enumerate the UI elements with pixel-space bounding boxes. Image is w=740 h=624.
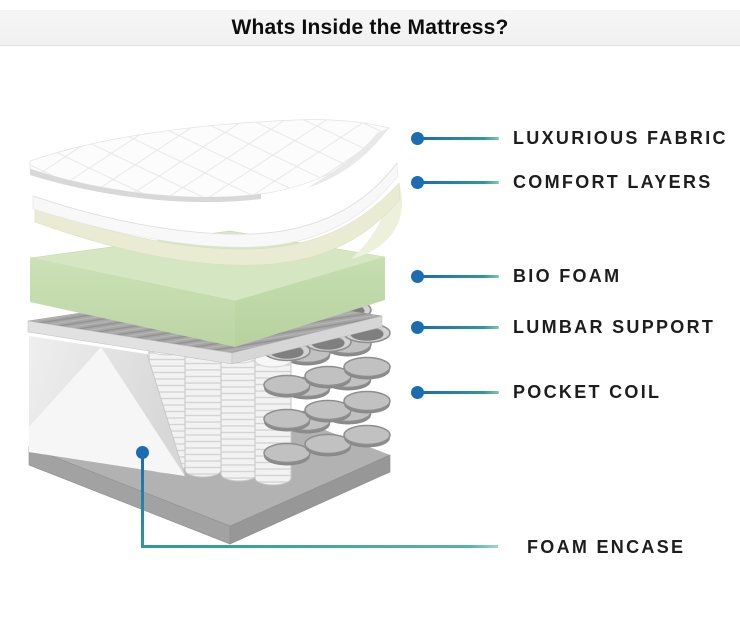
callout-luxurious-fabric: LUXURIOUS FABRIC — [411, 128, 728, 148]
callout-label: FOAM ENCASE — [527, 537, 686, 557]
callout-label: LUMBAR SUPPORT — [513, 317, 716, 337]
leader-line — [422, 180, 499, 184]
callout-dot-icon — [411, 320, 424, 334]
page-title: Whats Inside the Mattress? — [231, 16, 509, 39]
leader-line-vertical — [141, 455, 144, 548]
callout-dot-icon — [136, 446, 149, 459]
callout-bio-foam: BIO FOAM — [411, 266, 621, 286]
callout-dot-icon — [411, 175, 424, 189]
callout-pocket-coil: POCKET COIL — [411, 382, 661, 402]
callout-dot-icon — [411, 131, 424, 145]
callout-comfort-layers: COMFORT LAYERS — [411, 172, 713, 192]
leader-line-horizontal — [141, 545, 498, 548]
foam-encase-graphic — [29, 336, 186, 477]
comfort-layer-graphic — [32, 162, 402, 266]
callout-dot-icon — [411, 385, 424, 399]
page-header: Whats Inside the Mattress? — [0, 10, 740, 46]
callout-label: BIO FOAM — [513, 266, 622, 286]
leader-line — [422, 274, 499, 278]
callout-lumbar-support: LUMBAR SUPPORT — [411, 317, 715, 337]
leader-line — [422, 325, 499, 329]
callout-label: LUXURIOUS FABRIC — [513, 128, 728, 148]
callout-dot-icon — [411, 269, 424, 283]
pocket-coil-graphic — [28, 299, 391, 545]
leader-line — [422, 390, 499, 394]
leader-line — [422, 136, 499, 140]
fabric-layer-graphic — [29, 119, 390, 203]
mattress-illustration — [27, 119, 402, 545]
callout-label: POCKET COIL — [513, 382, 662, 402]
callout-label: COMFORT LAYERS — [513, 172, 713, 192]
